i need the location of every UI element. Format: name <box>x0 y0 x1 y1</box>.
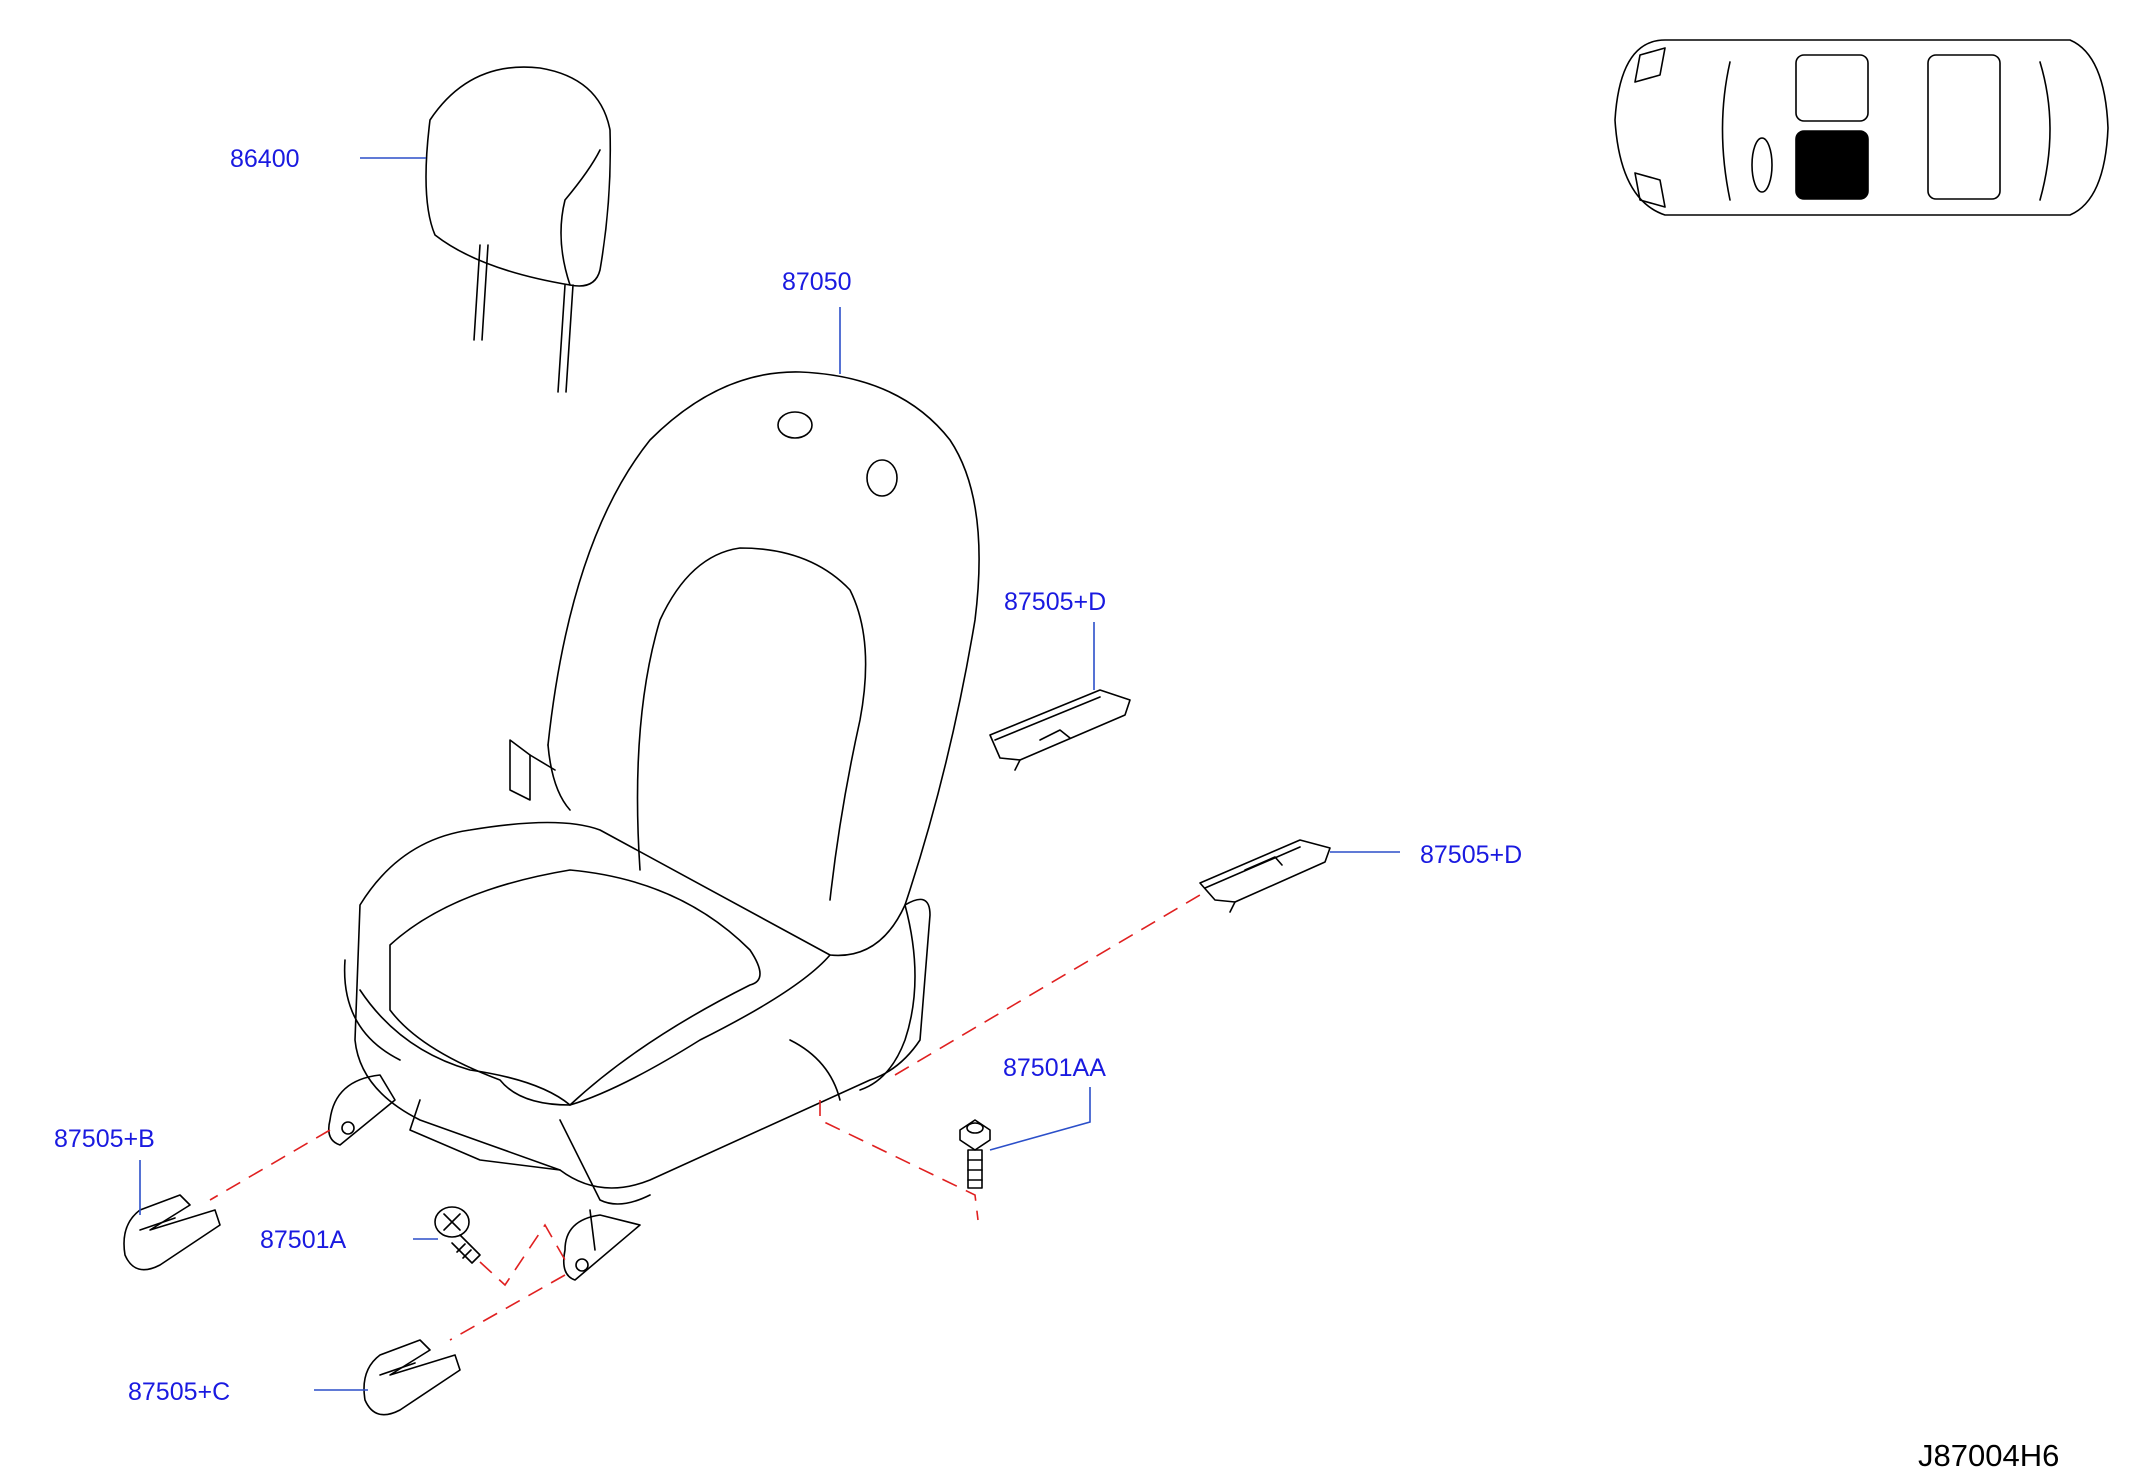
leader-87501aa <box>989 1087 1091 1151</box>
vehicle-windshield <box>1721 61 1731 201</box>
seat-leg-front-left <box>327 1074 396 1146</box>
cover-87505b-drawing <box>123 1194 221 1271</box>
seat-cushion-top <box>389 869 761 1106</box>
vehicle-locator <box>1614 39 2109 216</box>
label-seat-assembly: 87050 <box>782 268 852 296</box>
guide-cover-d-lower <box>894 894 1201 1076</box>
rear-bench <box>1927 54 2001 200</box>
guide-cover-b <box>209 1129 331 1201</box>
diagram-code: J87004H6 <box>1918 1438 2059 1473</box>
cover-87505d-lower-drawing <box>1199 839 1331 913</box>
guide-bolt-aa <box>819 1100 979 1221</box>
seat-cushion-outline <box>354 821 931 1189</box>
label-cover-lower-right: 87505+D <box>1420 841 1522 869</box>
vehicle-outline <box>1614 39 2109 216</box>
seat-drawing <box>327 371 980 1281</box>
dashed-guides <box>209 894 1201 1341</box>
guide-bolt-a <box>479 1223 566 1287</box>
bolt-87501a-drawing <box>434 1206 481 1264</box>
seat-front-passenger-highlight <box>1795 130 1869 200</box>
seat-back-inner-panel <box>636 547 867 901</box>
label-headrest: 86400 <box>230 145 300 173</box>
label-cover-upper-right: 87505+D <box>1004 588 1106 616</box>
bolt-87501aa-drawing <box>959 1119 991 1189</box>
label-cover-front-center: 87505+C <box>128 1378 230 1406</box>
label-bolt-right: 87501AA <box>1003 1054 1106 1082</box>
headrest-drawing <box>425 66 612 393</box>
steering-wheel <box>1751 137 1773 193</box>
seat-leg-front-center <box>562 1214 641 1281</box>
guide-cover-c <box>449 1274 566 1341</box>
vehicle-rear-window <box>2039 61 2051 201</box>
leader-lines <box>139 157 1400 1391</box>
seat-back-outline <box>547 371 980 906</box>
seat-front-driver <box>1795 54 1869 122</box>
label-cover-front-left: 87505+B <box>54 1125 155 1153</box>
label-bolt-left: 87501A <box>260 1226 347 1254</box>
cover-87505d-upper-drawing <box>989 689 1131 771</box>
cover-87505c-drawing <box>363 1339 461 1416</box>
